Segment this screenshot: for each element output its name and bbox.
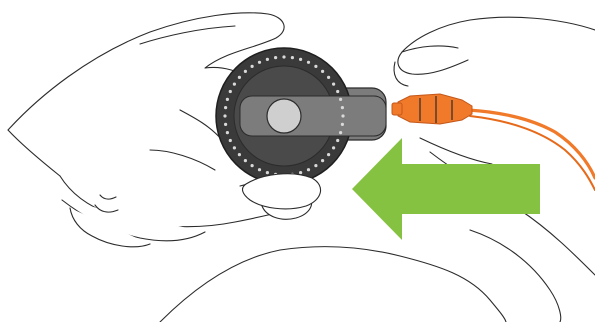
ring-dot: [321, 159, 324, 162]
ring-dot: [238, 153, 241, 156]
device-button: [267, 99, 301, 133]
ring-dot: [258, 61, 261, 64]
ring-dot: [327, 153, 330, 156]
ring-dot: [229, 90, 232, 93]
ring-dot: [339, 131, 342, 134]
ring-dot: [336, 139, 339, 142]
ring-dot: [341, 106, 344, 109]
ring-dot: [299, 58, 302, 61]
ring-dot: [332, 146, 335, 149]
ring-dot: [282, 55, 285, 58]
ring-dot: [336, 90, 339, 93]
ring-dot: [238, 76, 241, 79]
ring-dot: [274, 56, 277, 59]
ring-dot: [251, 164, 254, 167]
ring-dot: [341, 114, 344, 117]
ring-dot: [307, 168, 310, 171]
ring-dot: [258, 168, 261, 171]
ring-dot: [223, 114, 226, 117]
ring-dot: [314, 164, 317, 167]
ring-dot: [244, 159, 247, 162]
ring-dot: [307, 61, 310, 64]
ring-dot: [299, 171, 302, 174]
ring-dot: [291, 56, 294, 59]
ring-dot: [233, 83, 236, 86]
ring-dot: [251, 65, 254, 68]
ring-dot: [341, 123, 344, 126]
orange-connector: [392, 94, 472, 124]
insert-direction-arrow: [352, 138, 540, 240]
ring-dot: [224, 106, 227, 109]
ring-dot: [327, 76, 330, 79]
ring-dot: [244, 70, 247, 73]
ring-dot: [233, 146, 236, 149]
ring-dot: [229, 139, 232, 142]
sensor-device: [216, 48, 386, 184]
ring-dot: [314, 65, 317, 68]
ring-dot: [321, 70, 324, 73]
ring-dot: [226, 131, 229, 134]
ring-dot: [224, 123, 227, 126]
ring-dot: [339, 98, 342, 101]
ring-dot: [226, 98, 229, 101]
ring-dot: [332, 83, 335, 86]
ring-dot: [266, 58, 269, 61]
ring-dot: [266, 171, 269, 174]
